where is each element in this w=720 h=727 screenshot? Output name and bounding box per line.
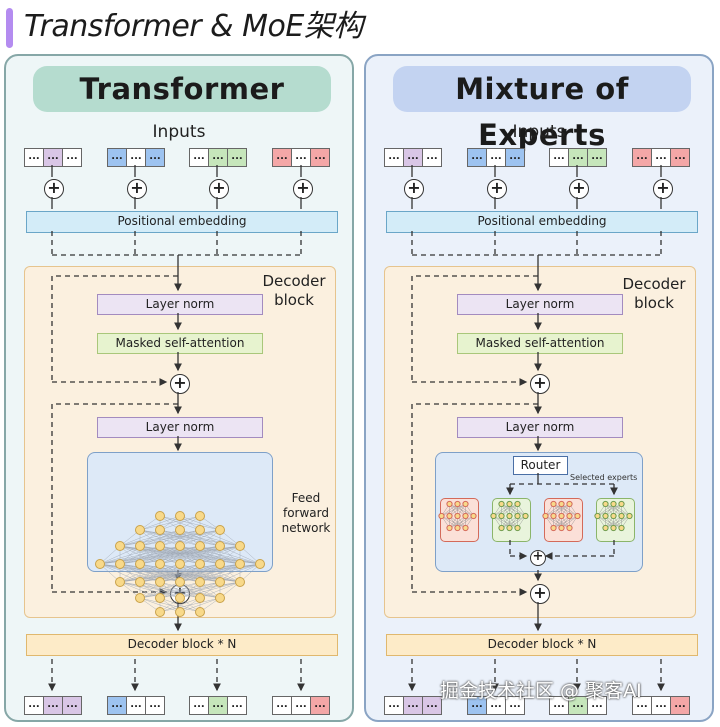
inputs-label: Inputs — [152, 122, 206, 142]
add-circle: + — [209, 179, 229, 199]
transformer-panel: Transformer Inputs ... ... ... ... ... .… — [4, 54, 354, 722]
decoder-block-label: Decoder block — [622, 275, 686, 312]
add-circle: + — [569, 179, 589, 199]
inputs-label: Inputs — [512, 122, 566, 142]
layer-norm-1: Layer norm — [97, 294, 263, 315]
expert-2 — [492, 498, 531, 542]
output-token-green: ... ... ... — [549, 696, 607, 715]
input-token-green: ... ... ... — [189, 148, 247, 167]
output-token-red: ... ... ... — [632, 696, 690, 715]
masked-self-attention: Masked self-attention — [97, 333, 263, 354]
add-circle: + — [127, 179, 147, 199]
input-token-purple: ... ... ... — [384, 148, 442, 167]
title-accent-bar — [6, 8, 13, 48]
positional-embedding: Positional embedding — [26, 211, 338, 233]
input-token-purple: ... ... ... — [24, 148, 82, 167]
input-token-blue: ... ... ... — [467, 148, 525, 167]
output-token-red: ... ... ... — [272, 696, 330, 715]
output-token-blue: ... ... ... — [467, 696, 525, 715]
add-circle: + — [170, 584, 190, 604]
selected-experts-label: Selected experts — [570, 473, 638, 482]
feed-forward-network — [87, 452, 273, 572]
moe-panel: Mixture of Experts Inputs ... ... ... ..… — [364, 54, 714, 722]
layer-norm-2: Layer norm — [97, 417, 263, 438]
add-circle: + — [653, 179, 673, 199]
ffn-label: Feed forward network — [281, 491, 331, 535]
moe-title: Mixture of Experts — [393, 66, 691, 152]
add-circle: + — [293, 179, 313, 199]
decoder-block-n: Decoder block * N — [26, 634, 338, 656]
decoder-block-n: Decoder block * N — [386, 634, 698, 656]
output-token-green: ... ... ... — [189, 696, 247, 715]
add-circle: + — [487, 179, 507, 199]
layer-norm-2: Layer norm — [457, 417, 623, 438]
expert-sum-circle: + — [530, 550, 546, 566]
expert-4 — [596, 498, 635, 542]
add-circle: + — [404, 179, 424, 199]
input-token-green: ... ... ... — [549, 148, 607, 167]
layer-norm-1: Layer norm — [457, 294, 623, 315]
masked-self-attention: Masked self-attention — [457, 333, 623, 354]
input-token-red: ... ... ... — [632, 148, 690, 167]
watermark: 掘金技术社区 @ 聚客AI — [440, 680, 642, 702]
positional-embedding: Positional embedding — [386, 211, 698, 233]
page-title: Transformer & MoE架构 — [24, 9, 363, 44]
transformer-title: Transformer — [33, 66, 331, 112]
add-circle: + — [44, 179, 64, 199]
add-circle: + — [170, 374, 190, 394]
expert-3 — [544, 498, 583, 542]
output-token-blue: ... ... ... — [107, 696, 165, 715]
output-token-purple: ... ... ... — [384, 696, 442, 715]
router: Router — [513, 456, 568, 475]
add-circle: + — [530, 584, 550, 604]
input-token-red: ... ... ... — [272, 148, 330, 167]
output-token-purple: ... ... ... — [24, 696, 82, 715]
decoder-block-label: Decoder block — [262, 272, 326, 309]
input-token-blue: ... ... ... — [107, 148, 165, 167]
expert-1 — [440, 498, 479, 542]
add-circle: + — [530, 374, 550, 394]
